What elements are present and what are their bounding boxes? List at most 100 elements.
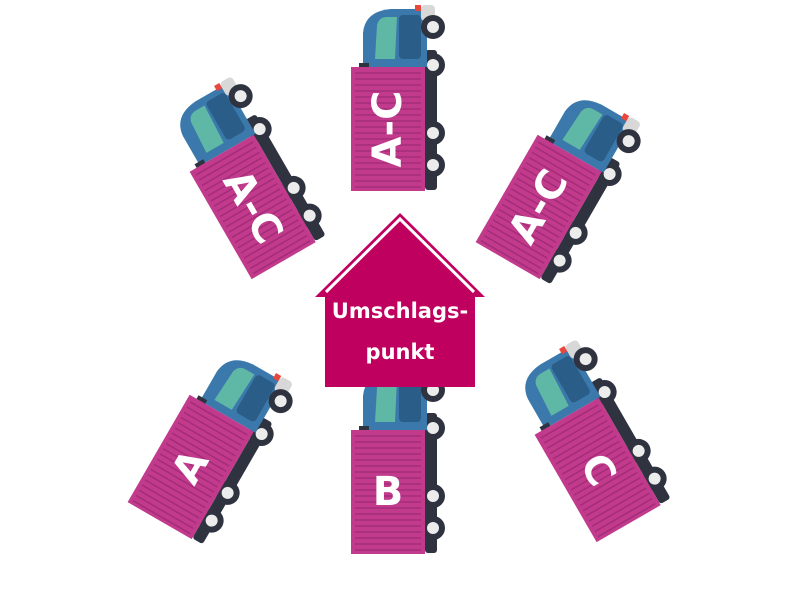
container-rib bbox=[180, 416, 239, 452]
container-rib bbox=[570, 456, 629, 491]
cab-light bbox=[214, 83, 223, 92]
truck-hubcap bbox=[603, 168, 616, 181]
container-rib bbox=[531, 151, 590, 186]
container-rib bbox=[585, 482, 644, 517]
cab-window bbox=[535, 368, 569, 416]
truck-hubcap bbox=[427, 127, 439, 139]
container-rib bbox=[183, 411, 242, 446]
container-rib bbox=[237, 214, 296, 249]
truck-cab bbox=[359, 5, 445, 69]
truck-hubcap bbox=[569, 226, 582, 239]
truck-front-hubcap bbox=[427, 21, 439, 33]
container-rib bbox=[213, 172, 272, 207]
container-rib bbox=[153, 463, 212, 498]
container-rib bbox=[558, 435, 617, 470]
cab-light bbox=[273, 373, 282, 382]
container-rib bbox=[177, 422, 236, 457]
truck-cab bbox=[525, 340, 601, 433]
container-rib bbox=[564, 445, 623, 481]
cab-window bbox=[375, 17, 397, 59]
hub-roof-line bbox=[324, 216, 476, 294]
cab-window bbox=[375, 380, 397, 422]
container-rib bbox=[156, 458, 215, 493]
truck-top-left: A-C bbox=[180, 77, 325, 280]
container-rib bbox=[168, 437, 227, 472]
truck-container bbox=[127, 394, 254, 540]
container-rib bbox=[162, 448, 221, 483]
container-rib bbox=[549, 419, 608, 455]
container-rib bbox=[492, 219, 551, 254]
container-rib bbox=[546, 414, 605, 449]
container-rib bbox=[522, 167, 581, 202]
truck-hubcap bbox=[303, 209, 316, 222]
container-rib bbox=[189, 401, 248, 436]
container-rib bbox=[204, 156, 263, 192]
cab-step bbox=[359, 63, 369, 69]
container-rib bbox=[150, 468, 209, 504]
container-rib bbox=[552, 425, 611, 460]
truck-hubcap bbox=[221, 486, 234, 499]
container-rib bbox=[516, 177, 575, 212]
container-rib bbox=[519, 172, 578, 207]
container-rib bbox=[225, 193, 284, 228]
container-body bbox=[475, 134, 602, 280]
container-rib bbox=[555, 430, 614, 465]
cab-step bbox=[543, 135, 556, 146]
container-rib bbox=[249, 234, 308, 270]
container-rib bbox=[498, 208, 557, 244]
container-rib bbox=[579, 471, 638, 507]
truck-top-center: A-C bbox=[351, 5, 445, 191]
hub-label-line2: punkt bbox=[365, 340, 435, 364]
hub-label-line1: Umschlags- bbox=[331, 299, 469, 323]
container-rib bbox=[198, 146, 257, 181]
cab-step bbox=[539, 422, 552, 433]
container-rib bbox=[246, 229, 305, 264]
container-rib bbox=[486, 229, 545, 264]
container-body bbox=[351, 430, 425, 554]
cab-side bbox=[584, 115, 623, 162]
truck-hubcap bbox=[427, 422, 439, 434]
container-rib bbox=[141, 484, 200, 519]
hub-house-shape bbox=[315, 213, 485, 387]
cab-light bbox=[621, 113, 630, 122]
container-rib bbox=[174, 427, 233, 462]
hub-building bbox=[315, 213, 485, 387]
container-body bbox=[534, 397, 661, 543]
container-rib bbox=[252, 240, 311, 275]
container-rib bbox=[489, 224, 548, 259]
truck-hubcap bbox=[632, 444, 645, 457]
container-rib bbox=[483, 234, 542, 270]
container-rib bbox=[525, 162, 584, 197]
container-rib bbox=[243, 224, 302, 259]
container-rib bbox=[507, 193, 566, 228]
truck-hubcap bbox=[287, 181, 300, 194]
cab-step bbox=[359, 426, 369, 432]
cab-side bbox=[206, 93, 245, 140]
truck-bottom-left: A bbox=[127, 360, 293, 544]
container-rib bbox=[543, 409, 602, 444]
truck-hubcap bbox=[427, 522, 439, 534]
container-rib bbox=[207, 162, 266, 197]
container-rib bbox=[540, 404, 599, 439]
truck-cab bbox=[543, 100, 641, 173]
container-rib bbox=[222, 188, 281, 223]
truck-hubcap bbox=[253, 123, 266, 136]
truck-front-hubcap bbox=[274, 395, 287, 408]
container-rib bbox=[165, 442, 224, 478]
truck-hubcap bbox=[648, 472, 661, 485]
truck-label-bottom-center: B bbox=[373, 469, 404, 515]
cab-side bbox=[399, 378, 421, 422]
container-rib bbox=[228, 198, 287, 233]
container-rib bbox=[231, 203, 290, 238]
container-rib bbox=[534, 146, 593, 181]
truck-label-top-center: A-C bbox=[365, 91, 411, 168]
truck-container bbox=[475, 134, 602, 280]
container-rib bbox=[216, 177, 275, 212]
truck-container bbox=[351, 67, 425, 191]
container-rib bbox=[528, 156, 587, 192]
container-rib bbox=[573, 461, 632, 496]
container-rib bbox=[591, 492, 650, 527]
container-rib bbox=[132, 500, 191, 535]
container-body bbox=[351, 67, 425, 191]
container-rib bbox=[504, 198, 563, 233]
